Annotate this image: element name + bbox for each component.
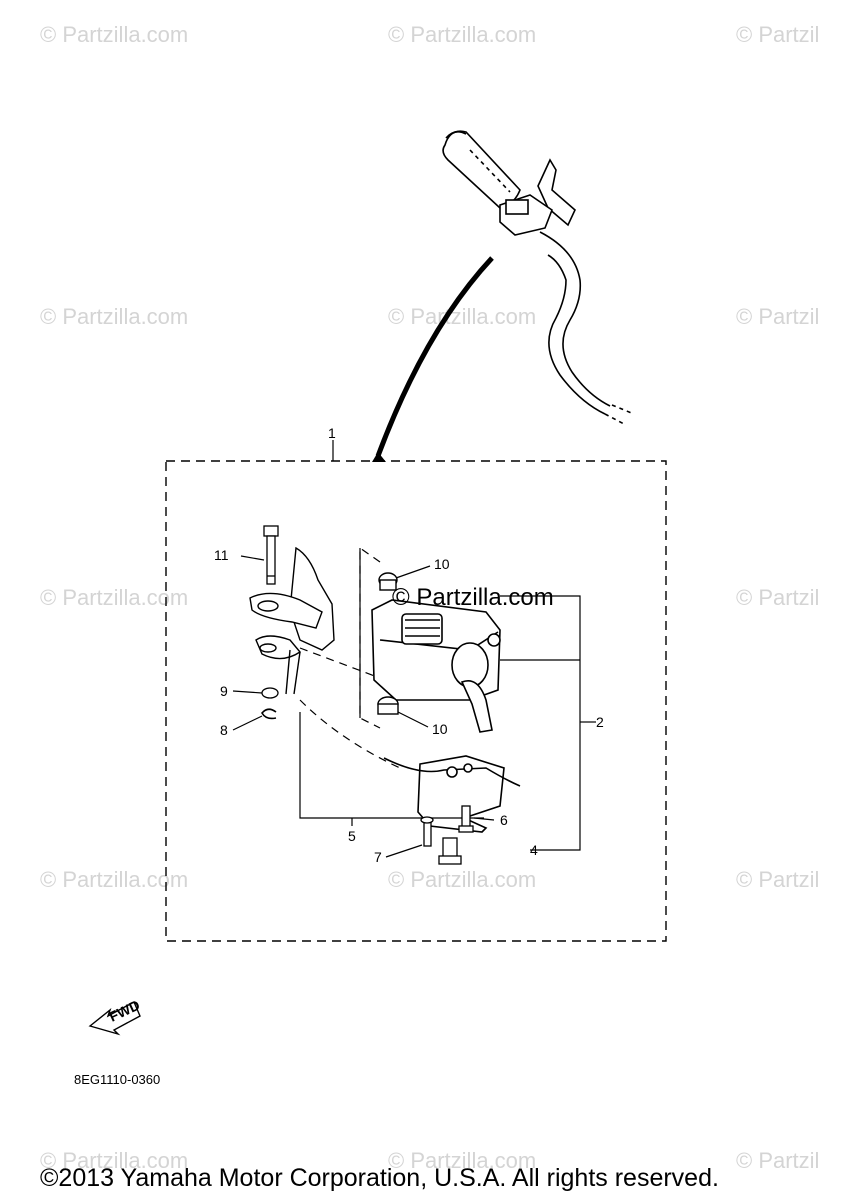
copyright-notice: ©2013 Yamaha Motor Corporation, U.S.A. A… [40, 1164, 719, 1192]
watermark: © Partzil [736, 1148, 820, 1173]
watermark: © Partzilla.com [40, 867, 189, 892]
callout-7: 7 [374, 849, 382, 865]
watermark: © Partzil [736, 304, 820, 329]
callout-6: 6 [500, 812, 508, 828]
watermark: © Partzilla.com [40, 304, 189, 329]
bolt [263, 525, 279, 585]
lower-switch-body [383, 755, 521, 833]
reference-code: 8EG1110-0360 [74, 1072, 161, 1087]
circlip [261, 708, 277, 720]
watermark: © Partzilla.com [40, 585, 189, 610]
clamp-bracket [249, 546, 335, 695]
fwd-arrow-icon: FWD [88, 997, 142, 1036]
watermark: © Partzilla.com [388, 867, 537, 892]
washer [261, 687, 279, 699]
watermark: © Partzil [736, 22, 820, 47]
switch-housing [371, 599, 501, 733]
callout-2: 2 [596, 714, 604, 730]
bushing [377, 572, 399, 715]
screw [420, 805, 474, 865]
watermark: © Partzil [736, 867, 820, 892]
center-watermark: © Partzilla.com [392, 584, 554, 611]
callout-10: 10 [434, 556, 450, 572]
callout-9: 9 [220, 683, 228, 699]
callout-8: 8 [220, 722, 228, 738]
watermark: © Partzilla.com [40, 22, 189, 47]
watermark: © Partzil [736, 585, 820, 610]
watermark: © Partzilla.com [388, 1148, 537, 1173]
cable [375, 256, 494, 457]
watermark: © Partzilla.com [40, 1148, 189, 1173]
callout-4: 4 [530, 842, 538, 858]
watermark: © Partzilla.com [388, 22, 537, 47]
assembly-box [165, 460, 667, 942]
handlebar [442, 130, 635, 425]
callout-10: 10 [432, 721, 448, 737]
callout-5: 5 [348, 828, 356, 844]
watermark: © Partzilla.com [388, 304, 537, 329]
callout-11: 11 [214, 547, 229, 563]
callout-1: 1 [328, 425, 336, 441]
